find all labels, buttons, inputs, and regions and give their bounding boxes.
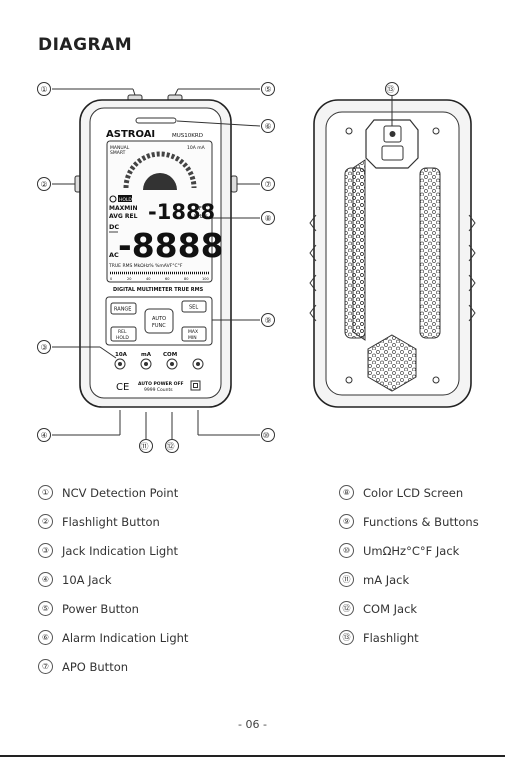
svg-text:20: 20 — [127, 277, 131, 281]
legend-item-11: ⑪ mA Jack — [339, 572, 409, 587]
page-number: - 06 - — [0, 718, 505, 731]
svg-text:SMART: SMART — [110, 150, 126, 156]
legend-item-7: ⑦ APO Button — [38, 659, 128, 674]
svg-text:⑥: ⑥ — [265, 122, 272, 131]
legend-item-4: ④ 10A Jack — [38, 572, 112, 587]
svg-text:AUTO: AUTO — [152, 316, 166, 322]
legend-item-3: ③ Jack Indication Light — [38, 543, 178, 558]
rel-hold-button[interactable]: REL HOLD — [111, 327, 136, 341]
svg-text:④: ④ — [41, 431, 48, 440]
svg-text:10A: 10A — [115, 352, 128, 358]
svg-text:⑤: ⑤ — [265, 85, 272, 94]
svg-text:⑬: ⑬ — [387, 85, 395, 94]
svg-text:AC: AC — [109, 251, 119, 259]
auto-func-button[interactable]: AUTO FUNC — [145, 309, 173, 333]
svg-text:HOLD: HOLD — [119, 197, 132, 203]
svg-text:9999 Counts: 9999 Counts — [144, 387, 173, 393]
legend-item-8: ⑧ Color LCD Screen — [339, 485, 463, 500]
svg-text:⑩: ⑩ — [263, 431, 270, 440]
svg-text:FUNC: FUNC — [152, 323, 166, 329]
alarm-indication-light — [136, 118, 176, 123]
svg-text:KHz%: KHz% — [194, 214, 209, 220]
flashlight — [366, 120, 418, 168]
legend-item-9: ⑨ Functions & Buttons — [339, 514, 479, 529]
svg-text:AVG REL: AVG REL — [109, 213, 138, 220]
svg-text:TRUE RMS MkΩHz% %mAVF°C°F: TRUE RMS MkΩHz% %mAVF°C°F — [108, 263, 183, 269]
svg-text:②: ② — [41, 180, 48, 189]
model-label: MUS10KRD — [172, 133, 203, 139]
svg-text:⑨: ⑨ — [265, 316, 272, 325]
svg-text:REL: REL — [118, 329, 127, 335]
svg-text:-8888: -8888 — [118, 226, 224, 265]
sel-button[interactable]: SEL — [182, 301, 206, 312]
back-view — [310, 100, 475, 407]
svg-text:MIN: MIN — [188, 335, 197, 341]
legend-item-6: ⑥ Alarm Indication Light — [38, 630, 188, 645]
svg-text:⑪: ⑪ — [141, 442, 149, 451]
apo-button[interactable] — [231, 176, 237, 192]
svg-text:⑦: ⑦ — [265, 180, 272, 189]
svg-text:RANGE: RANGE — [114, 307, 131, 313]
legend-item-5: ⑤ Power Button — [38, 601, 139, 616]
legend-item-1: ① NCV Detection Point — [38, 485, 178, 500]
svg-text:80: 80 — [184, 277, 188, 281]
svg-text:DIGITAL MULTIMETER TRUE RMS: DIGITAL MULTIMETER TRUE RMS — [113, 287, 204, 293]
ce-mark: CE — [116, 382, 129, 393]
svg-text:-1888: -1888 — [148, 200, 215, 224]
range-button[interactable]: RANGE — [111, 303, 136, 314]
legend-item-13: ⑬ Flashlight — [339, 630, 419, 645]
brand-logo: ASTROAI — [106, 129, 155, 140]
svg-text:0: 0 — [110, 277, 112, 281]
svg-text:MAXMIN: MAXMIN — [109, 205, 137, 212]
legend-item-10: ⑩ UmΩHz°C°F Jack — [339, 543, 459, 558]
svg-text:100: 100 — [202, 277, 209, 281]
legend-item-12: ⑫ COM Jack — [339, 601, 417, 616]
svg-text:COM: COM — [163, 352, 177, 358]
svg-text:MAX: MAX — [188, 329, 198, 335]
svg-text:mA: mA — [141, 352, 152, 358]
svg-text:⑧: ⑧ — [265, 214, 272, 223]
legend-item-2: ② Flashlight Button — [38, 514, 160, 529]
svg-text:③: ③ — [41, 343, 48, 352]
svg-text:SEL: SEL — [189, 305, 198, 311]
svg-text:40: 40 — [146, 277, 150, 281]
front-view: ASTROAI MUS10KRD MANUAL SMART 10A mA HOL… — [75, 95, 237, 407]
svg-text:°F°C: °F°C — [196, 206, 209, 212]
svg-text:60: 60 — [165, 277, 169, 281]
multimeter-diagram: ASTROAI MUS10KRD MANUAL SMART 10A mA HOL… — [0, 0, 505, 470]
svg-text:10A mA: 10A mA — [187, 145, 206, 151]
max-min-button[interactable]: MAX MIN — [182, 327, 206, 341]
svg-text:HOLD: HOLD — [116, 335, 129, 341]
svg-text:⑫: ⑫ — [167, 442, 175, 451]
svg-text:AUTO POWER OFF: AUTO POWER OFF — [138, 381, 184, 387]
svg-text:①: ① — [41, 85, 48, 94]
